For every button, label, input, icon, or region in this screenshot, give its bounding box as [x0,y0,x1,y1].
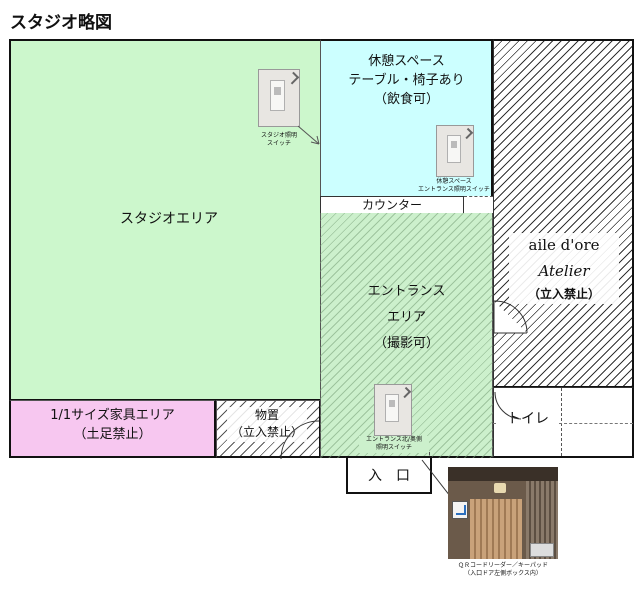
furniture-area-name: 1/1サイズ家具エリア [50,408,175,423]
rest-switch-text-2: エントランス照明スイッチ [418,186,490,194]
toilet-door-icon [494,391,522,420]
arrow-icon [461,127,473,140]
rest-space-label: 休憩スペース テーブル・椅子あり （飲食可） [320,53,493,110]
keypad-caption-2: （入口ドア左側ボックス内） [464,570,542,578]
toilet-label: トイレ [497,409,559,430]
rest-space-name: 休憩スペース [368,54,445,69]
entrance-switch-text-1: エントランス北/奥側 [366,436,422,443]
page-title: スタジオ略図 [10,13,112,33]
counter-label: カウンター [361,198,422,212]
studio-switch-text-2: スイッチ [266,140,291,148]
entry-label: 入 口 [368,468,410,484]
keypad-photo [448,467,558,559]
keypad-photo-door [470,499,522,559]
studio-switch-photo [258,69,300,127]
entrance-switch-photo [374,384,412,436]
atelier-note: （立入禁止） [527,287,600,301]
rest-switch-photo [436,125,474,177]
studio-switch-pointer [297,125,320,145]
studio-switch-caption: スタジオ照明 スイッチ [249,132,309,149]
rest-switch-text-1: 休憩スペース [436,178,472,185]
entrance-door-icon [280,420,320,460]
arrow-icon [456,505,466,515]
atelier-sub: Atelier [538,261,590,280]
floor-plan: スタジオエリア 1/1サイズ家具エリア （土足禁止） 物置 （立入禁止） 休憩ス… [9,39,634,462]
entrance-area-sub: エリア [386,310,426,325]
keypad-caption: ＱＲコードリーダー／キーパッド （入口ドア左側ボックス内） [440,562,566,579]
arrow-icon [399,386,411,399]
rest-space [320,39,493,197]
furniture-area [9,400,216,458]
studio-switch-text-1: スタジオ照明 [260,132,297,139]
toilet-line [493,423,633,425]
storage-area-name: 物置 [254,408,279,422]
switch-button-icon [274,86,282,95]
rest-switch-caption: 休憩スペース エントランス照明スイッチ [409,178,499,195]
switch-plate-icon [270,80,286,111]
entrance-area-note: （撮影可） [373,336,439,351]
atelier-name: aile d'ore [528,236,600,254]
keypad-photo-roof [448,467,558,481]
furniture-area-label: 1/1サイズ家具エリア （土足禁止） [9,407,216,445]
switch-plate-icon [447,135,461,163]
keypad-photo-lamp [494,483,506,493]
rest-space-note: （飲食可） [373,91,439,107]
entrance-area-label: エントランス エリア （撮影可） [320,279,493,357]
toilet [493,387,634,458]
rest-space-desc: テーブル・椅子あり [348,72,465,88]
entry-box [346,456,432,494]
switch-button-icon [450,141,458,148]
arrow-icon [286,72,299,85]
storage-area-note: （立入禁止） [230,425,303,440]
entrance-switch-caption: エントランス北/奥側 照明スイッチ [359,436,429,453]
keypad-caption-1: ＱＲコードリーダー／キーパッド [458,562,548,569]
atelier-area-label: aile d'ore Atelier （立入禁止） [509,233,619,305]
atelier-area [493,39,634,388]
studio-area-label: スタジオエリア [120,211,218,227]
switch-button-icon [388,400,396,407]
counter-gap [464,196,493,214]
atelier-door-icon [493,300,528,334]
entrance-switch-text-2: 照明スイッチ [375,444,412,452]
storage-area-label: 物置 （立入禁止） [227,407,307,442]
keypad-photo-ac [530,543,554,557]
switch-plate-icon [385,394,399,422]
toilet-divider [561,388,563,456]
furniture-area-note: （土足禁止） [73,426,152,442]
entrance-area-name: エントランス [367,284,446,299]
